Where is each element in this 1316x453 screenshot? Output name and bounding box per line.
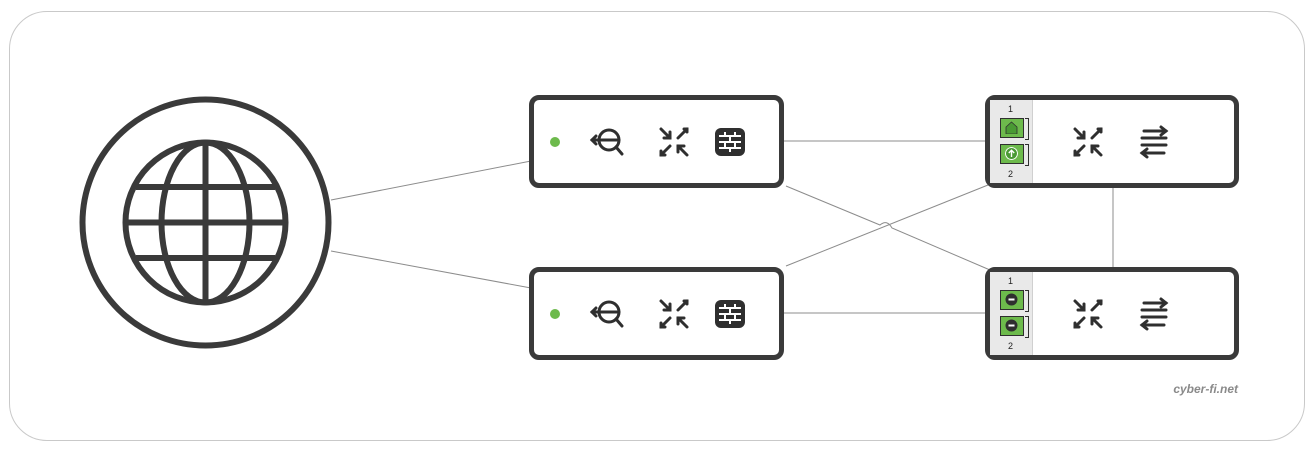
inspect-icon [589, 300, 624, 328]
link-internet-firewall-bottom [330, 250, 532, 289]
inspect-icon [589, 128, 624, 156]
arrow-up-icon [1005, 147, 1018, 160]
blocked-icon [1005, 319, 1018, 332]
switch-top[interactable]: 1 2 [985, 95, 1239, 188]
firewall-brick-icon [715, 300, 745, 328]
link-internet-firewall-top [330, 160, 532, 201]
switch-arrows-icon [1139, 125, 1169, 159]
port-2[interactable] [1000, 315, 1029, 338]
link-firewall-bottom-switch-top [785, 184, 989, 267]
port-1[interactable] [1000, 289, 1029, 312]
cluster-arrows-icon [1073, 299, 1103, 329]
port-label: 2 [1008, 341, 1014, 351]
port-2[interactable] [1000, 143, 1029, 166]
port-label: 1 [1008, 276, 1014, 286]
home-icon [1005, 121, 1018, 134]
watermark: cyber-fi.net [1173, 382, 1238, 396]
globe-icon [79, 96, 332, 349]
port-panel: 1 2 [990, 100, 1033, 183]
switch-bottom[interactable]: 1 2 [985, 267, 1239, 360]
diagram-frame [9, 11, 1305, 441]
port-label: 1 [1008, 104, 1014, 114]
status-dot [550, 309, 560, 319]
port-label: 2 [1008, 169, 1014, 179]
cluster-arrows-icon [659, 127, 689, 157]
port-panel: 1 2 [990, 272, 1033, 355]
cluster-arrows-icon [659, 299, 689, 329]
blocked-icon [1005, 293, 1018, 306]
cluster-arrows-icon [1073, 127, 1103, 157]
link-firewall-top-switch-bottom [785, 185, 991, 271]
port-1[interactable] [1000, 117, 1029, 140]
status-dot [550, 137, 560, 147]
firewall-bottom[interactable] [529, 267, 784, 360]
firewall-brick-icon [715, 128, 745, 156]
firewall-top[interactable] [529, 95, 784, 188]
switch-arrows-icon [1139, 297, 1169, 331]
